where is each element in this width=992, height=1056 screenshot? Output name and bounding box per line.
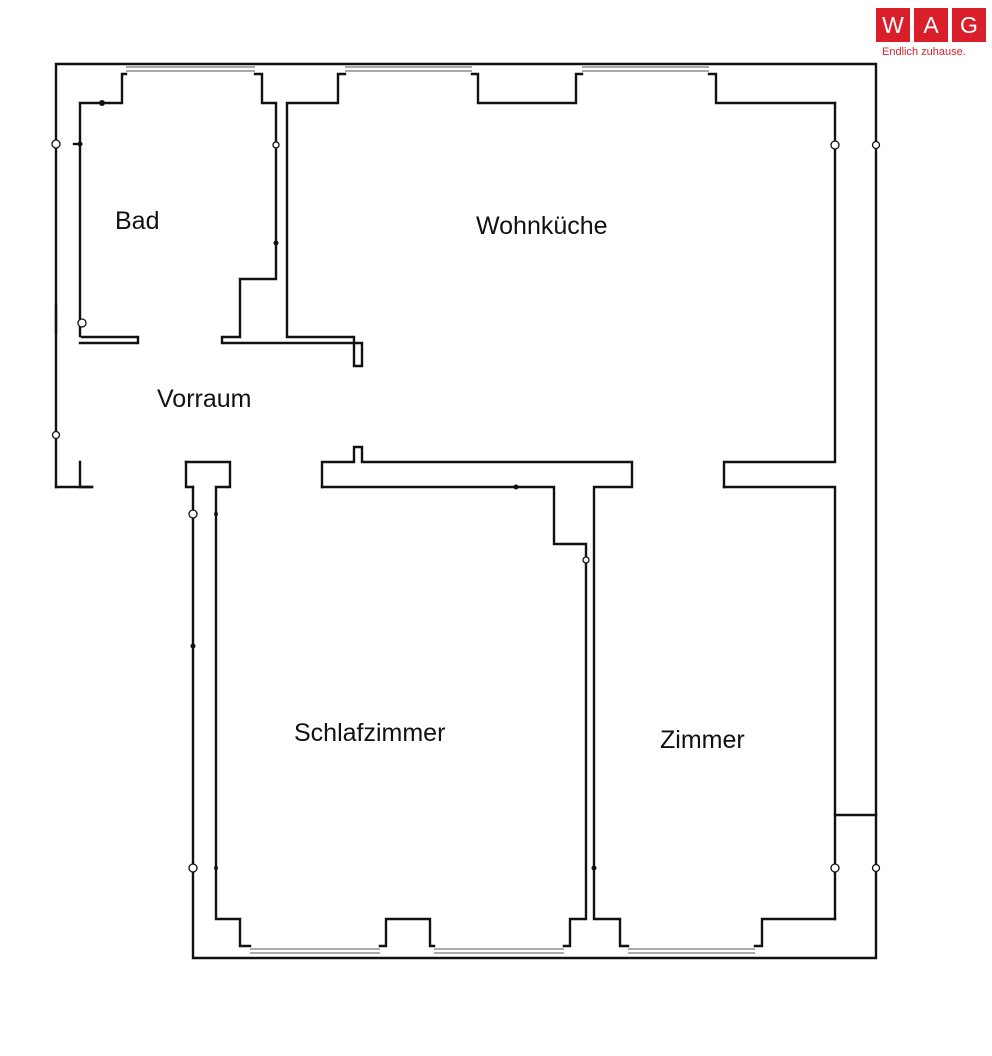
circle-socket-icon <box>272 141 280 149</box>
small-dot-switch-icon <box>214 512 218 516</box>
small-dot-switch-icon <box>214 866 218 870</box>
circle-socket-icon <box>830 140 840 150</box>
room-label-wohnkueche: Wohnküche <box>476 212 608 240</box>
circle-socket-icon <box>51 139 61 149</box>
small-dot-switch-icon <box>513 484 519 490</box>
room-label-schlafzimmer: Schlafzimmer <box>294 719 446 747</box>
bottom-windows <box>250 948 755 954</box>
logo-box-1: W <box>876 8 910 42</box>
top-wall-inner <box>78 72 837 368</box>
logo-letter-2: A <box>923 12 939 38</box>
logo-letter-3: G <box>960 12 978 38</box>
logo-letter-1: W <box>882 12 904 38</box>
top-windows <box>126 66 709 72</box>
room-label-bad: Bad <box>115 207 160 235</box>
circle-socket-icon <box>871 863 881 873</box>
interior-walls <box>184 445 837 948</box>
circle-socket-icon <box>871 140 881 150</box>
circle-socket-icon <box>77 318 87 328</box>
small-dot-switch-icon <box>273 240 279 246</box>
circle-socket-icon <box>582 556 590 564</box>
small-dot-switch-icon <box>190 643 196 649</box>
logo-box-2: A <box>914 8 948 42</box>
wag-logo: W A G Endlich zuhause. <box>876 8 986 64</box>
electrical-symbols <box>51 100 881 873</box>
circle-socket-icon <box>188 863 198 873</box>
small-dot-switch-icon <box>99 100 105 106</box>
small-dot-switch-icon <box>591 865 597 871</box>
logo-box-3: G <box>952 8 986 42</box>
room-label-zimmer: Zimmer <box>660 726 745 754</box>
room-label-vorraum: Vorraum <box>157 385 252 413</box>
circle-socket-icon <box>51 430 61 440</box>
circle-socket-icon <box>830 863 840 873</box>
outer-walls <box>54 62 878 960</box>
circle-socket-icon <box>188 509 198 519</box>
logo-tagline: Endlich zuhause. <box>882 46 966 58</box>
